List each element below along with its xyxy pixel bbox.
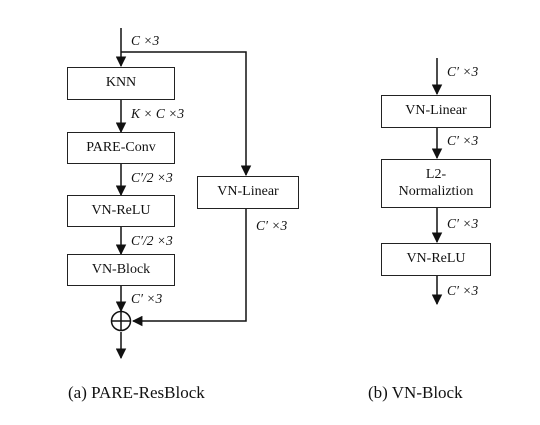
caption-pare-resblock: (a) PARE-ResBlock — [68, 383, 205, 402]
label-right-input: C′ ×3 — [447, 64, 479, 79]
skip-branch-line — [121, 51, 252, 177]
label-after-vn-relu: C′/2 ×3 — [131, 233, 173, 248]
vn-linear-box-left: VN-Linear — [197, 176, 299, 209]
knn-box: KNN — [67, 67, 175, 100]
label-right-after-l2: C′ ×3 — [447, 216, 479, 231]
vn-linear-box-right: VN-Linear — [381, 95, 491, 128]
label-after-vn-linear: C′ ×3 — [256, 218, 288, 233]
vn-relu-box: VN-ReLU — [67, 195, 175, 227]
l2-normalization-box: L2- Normaliztion — [381, 159, 491, 208]
l2-normalization-line1: L2- — [425, 167, 447, 183]
label-right-output: C′ ×3 — [447, 283, 479, 298]
pare-conv-box: PARE-Conv — [67, 132, 175, 164]
skip-return-line — [131, 209, 247, 327]
label-after-vn-block: C′ ×3 — [131, 291, 163, 306]
label-after-pare-conv: C′/2 ×3 — [131, 170, 173, 185]
vn-relu-box-right: VN-ReLU — [381, 243, 491, 276]
label-after-knn: K × C ×3 — [131, 106, 185, 121]
label-input: C ×3 — [131, 33, 160, 48]
vn-block-box: VN-Block — [67, 254, 175, 286]
caption-vn-block: (b) VN-Block — [368, 383, 463, 402]
l2-normalization-line2: Normaliztion — [398, 183, 474, 199]
label-right-after-vn-linear: C′ ×3 — [447, 133, 479, 148]
